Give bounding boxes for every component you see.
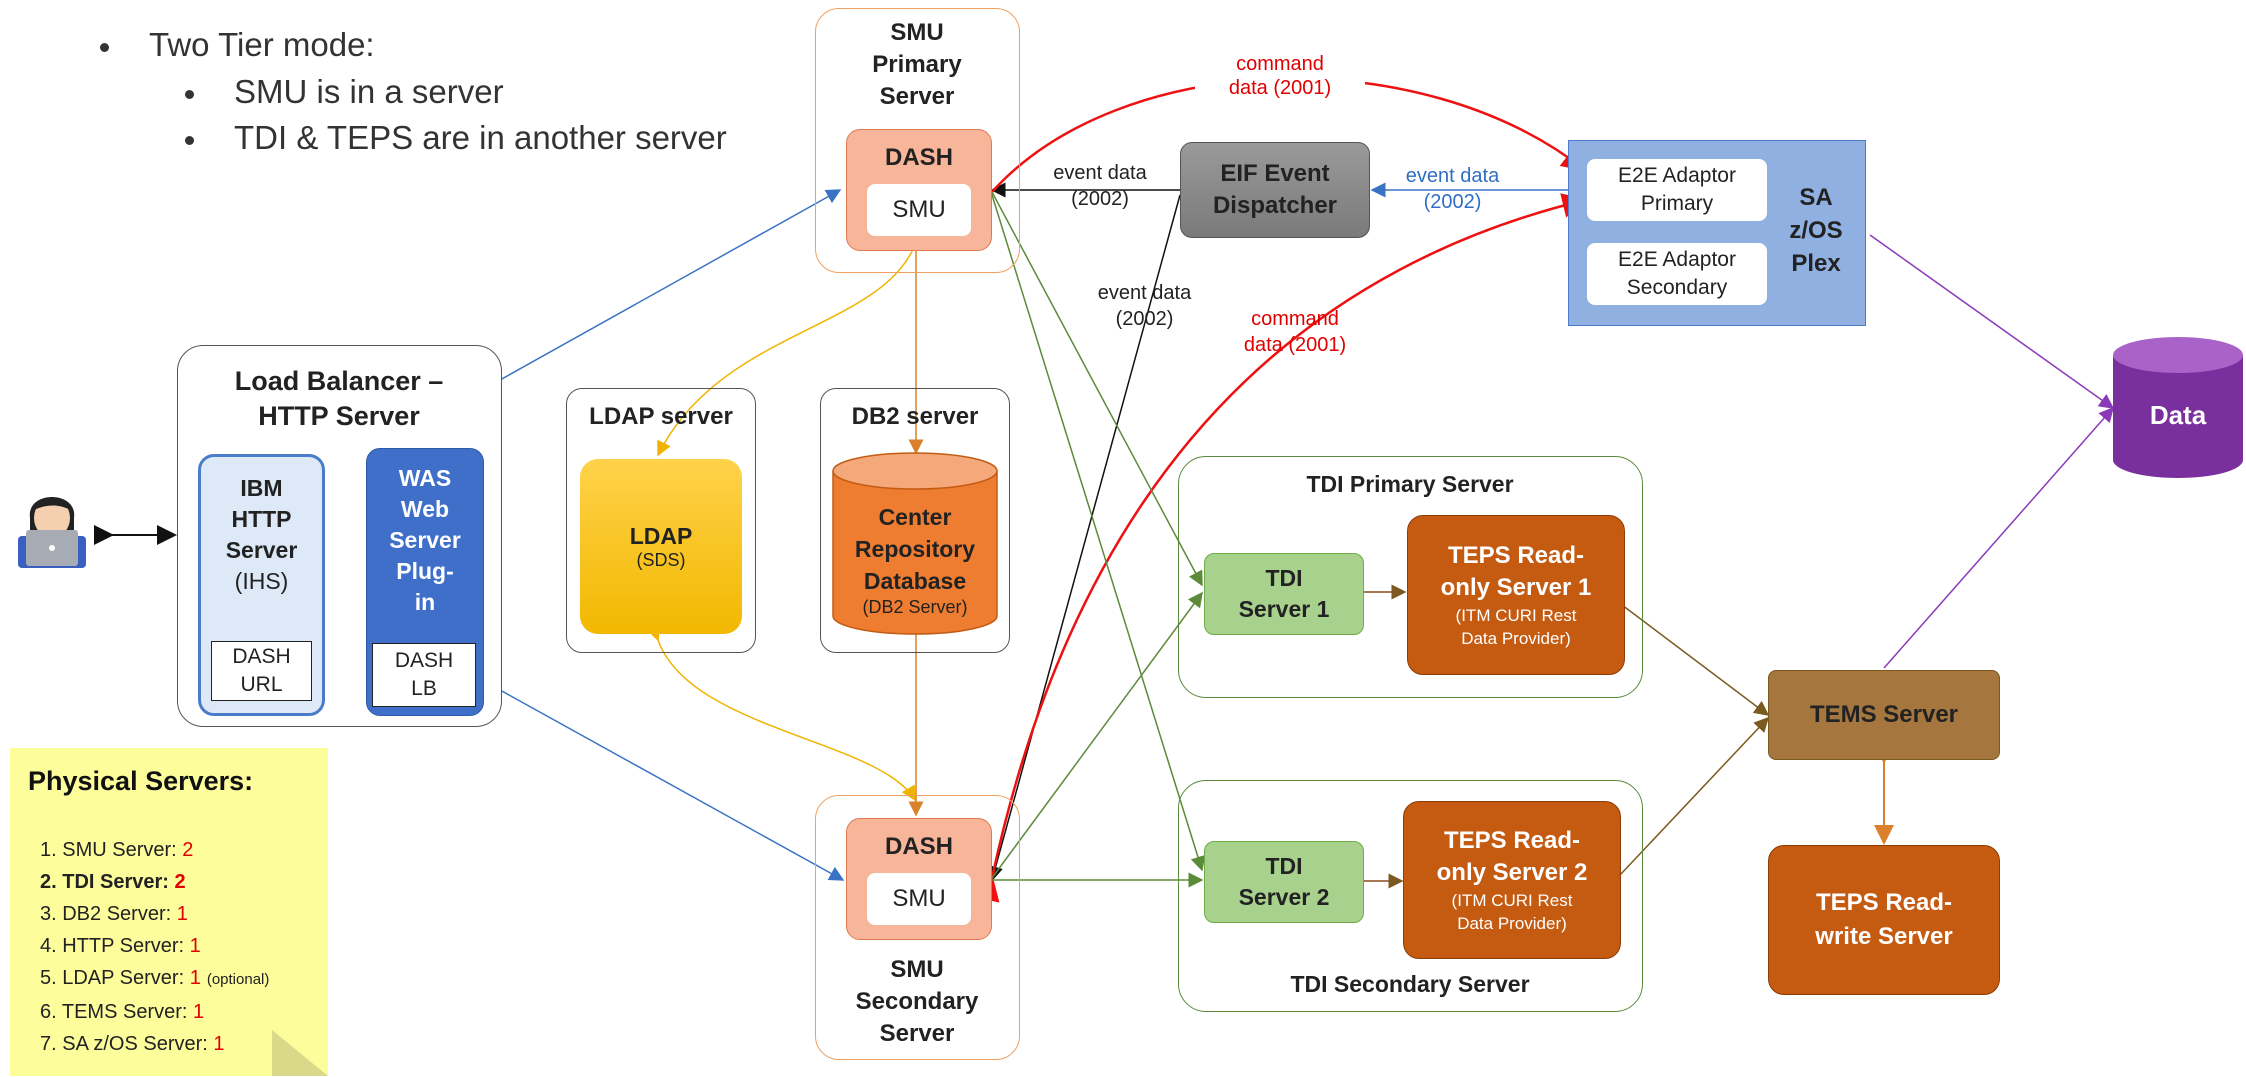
event-label-secondary: event data(2002) xyxy=(1097,282,1192,330)
event-label-primary: event data(2002) xyxy=(1053,162,1147,210)
tdi-secondary-server: TDI Server 2 TEPS Read- only Server 2 (I… xyxy=(1178,780,1643,1012)
db2-server: DB2 server Center Repository Database (D… xyxy=(820,388,1010,653)
teps1-tems-link xyxy=(1621,604,1770,716)
teps2-tems-link xyxy=(1619,716,1770,876)
bullet-title: Two Tier mode: xyxy=(100,22,375,68)
tems-server[interactable]: TEMS Server xyxy=(1768,670,2000,760)
smu-app[interactable]: SMU xyxy=(867,184,971,236)
physical-server-label: 6. TEMS Server: xyxy=(40,1001,194,1023)
ldap-server-title: LDAP server xyxy=(589,403,733,430)
ldap-server: LDAP server LDAP (SDS) xyxy=(566,388,756,653)
physical-server-label: 3. DB2 Server: xyxy=(40,903,177,925)
teps-readonly-1[interactable]: TEPS Read- only Server 1 (ITM CURI Rest … xyxy=(1407,515,1625,675)
teps-readwrite-server[interactable]: TEPS Read- write Server xyxy=(1768,845,2000,995)
ldap-secondary-link xyxy=(646,624,916,802)
ldap-label: LDAP xyxy=(629,522,693,549)
user-avatar-icon xyxy=(18,497,86,568)
smu-app[interactable]: SMU xyxy=(867,873,971,925)
physical-server-note: (optional) xyxy=(206,971,270,988)
physical-server-label: 5. LDAP Server: xyxy=(40,967,190,989)
bullet-item: TDI & TEPS are in another server xyxy=(185,115,727,161)
event-label-e2e: event data(2002) xyxy=(1405,165,1500,213)
database-icon xyxy=(832,452,998,635)
command-secondary-link xyxy=(975,193,1588,903)
tdi-secondary-title: TDI Secondary Server xyxy=(1290,971,1530,997)
sa-data-link xyxy=(1869,234,2115,409)
dash-label: DASH xyxy=(884,833,953,860)
tdi-server-1[interactable]: TDI Server 1 xyxy=(1204,553,1364,635)
ldap-sub: (SDS) xyxy=(636,549,686,570)
tdi-primary-server: TDI Primary Server TDI Server 1 TEPS Rea… xyxy=(1178,456,1643,698)
physical-server-row: 7. SA z/OS Server: 1 xyxy=(40,1028,269,1060)
eif-event-dispatcher[interactable]: EIF Event Dispatcher xyxy=(1180,142,1370,238)
data-store-label[interactable]: Data xyxy=(2149,399,2207,430)
dash-secondary-tdi1-link xyxy=(991,591,1203,879)
load-balancer-title: Load Balancer –HTTP Server xyxy=(234,366,444,431)
dash-label: DASH xyxy=(884,144,953,171)
teps-readonly-2[interactable]: TEPS Read- only Server 2 (ITM CURI Rest … xyxy=(1403,801,1621,959)
physical-server-count: 1 xyxy=(189,967,201,989)
physical-servers-title: Physical Servers: xyxy=(28,766,254,796)
physical-server-row: 2. TDI Server: 2 xyxy=(40,866,269,898)
center-repository-db[interactable]: Center Repository Database (DB2 Server) xyxy=(854,503,976,617)
tdi-server-2[interactable]: TDI Server 2 xyxy=(1204,841,1364,923)
physical-server-count: 2 xyxy=(182,839,194,861)
dash-primary-tdi1-link xyxy=(991,191,1203,587)
physical-server-count: 1 xyxy=(176,903,188,925)
physical-server-row: 1. SMU Server: 2 xyxy=(40,834,269,866)
physical-server-label: 7. SA z/OS Server: xyxy=(40,1033,214,1055)
ldap-box[interactable]: LDAP (SDS) xyxy=(580,459,742,634)
lb-smu-secondary-link xyxy=(499,689,845,881)
physical-server-count: 1 xyxy=(189,935,201,957)
physical-server-count: 2 xyxy=(174,871,186,893)
physical-server-row: 6. TEMS Server: 1 xyxy=(40,996,269,1028)
physical-server-row: 5. LDAP Server: 1 (optional) xyxy=(40,962,269,996)
dash-secondary[interactable]: DASH SMU xyxy=(846,818,992,940)
tdi-primary-title: TDI Primary Server xyxy=(1306,471,1514,497)
note-corner-fold xyxy=(272,1030,328,1076)
physical-server-label: 1. SMU Server: xyxy=(40,839,183,861)
physical-server-label: 4. HTTP Server: xyxy=(40,935,190,957)
bullet-item: SMU is in a server xyxy=(185,69,504,115)
lb-smu-primary-link xyxy=(499,189,842,381)
db2-server-title: DB2 server xyxy=(851,403,979,430)
dash-primary[interactable]: DASH SMU xyxy=(846,129,992,251)
ldap-primary-link xyxy=(657,229,928,457)
physical-server-count: 1 xyxy=(213,1033,225,1055)
tems-data-link xyxy=(1883,406,2114,669)
physical-server-label: 2. TDI Server: xyxy=(40,871,175,893)
dash-primary-tdi2-link xyxy=(991,194,1206,872)
physical-server-row: 3. DB2 Server: 1 xyxy=(40,898,269,930)
data-store-icon xyxy=(2113,337,2243,478)
physical-server-count: 1 xyxy=(193,1001,205,1023)
physical-server-row: 4. HTTP Server: 1 xyxy=(40,930,269,962)
